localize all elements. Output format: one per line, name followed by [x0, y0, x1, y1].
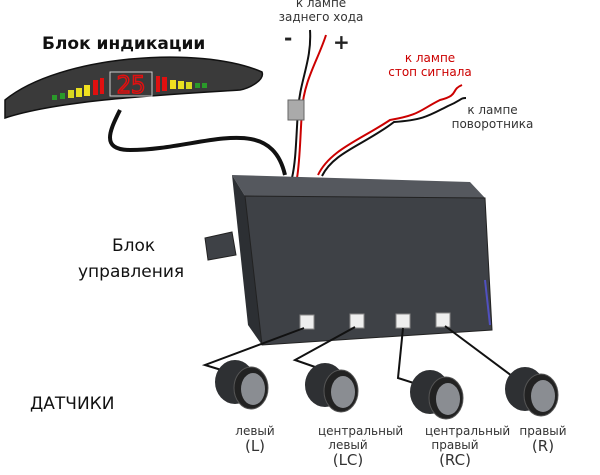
display-unit — [4, 56, 264, 120]
led-bar-left — [52, 78, 104, 100]
brake-lamp-line1: к лампе — [404, 51, 456, 65]
brake-lamp-line2: стоп сигнала — [388, 65, 472, 79]
brake-lamp-label: к лампе стоп сигнала — [380, 51, 480, 79]
sensor-code: (R) — [531, 437, 555, 455]
reverse-lamp-line2: заднего хода — [278, 10, 364, 24]
distance-digits: 25 — [117, 71, 146, 99]
sensor-label-rc: центральный правый (RC) — [405, 424, 511, 469]
control-box-front — [244, 195, 493, 346]
sensors-title: ДАТЧИКИ — [30, 394, 115, 414]
sensor-code: (LC) — [332, 451, 364, 469]
plus-sign: + — [333, 30, 350, 54]
sensor-name: центральный левый — [318, 424, 404, 452]
reverse-lamp-line1: к лампе — [295, 0, 347, 10]
control-box-side — [232, 175, 262, 345]
sensor-name: левый — [235, 424, 275, 438]
digit-frame — [109, 71, 153, 97]
mounting-tab — [204, 231, 237, 261]
turn-lamp-label: к лампе поворотника — [445, 103, 540, 131]
turn-wire — [321, 97, 467, 177]
sensor-0 — [215, 360, 269, 410]
sensor-2 — [410, 370, 464, 420]
sensor-1 — [305, 363, 359, 413]
turn-lamp-line2: поворотника — [451, 117, 534, 131]
sensor-3 — [505, 367, 559, 417]
reverse-lamp-label: к лампе заднего хода — [276, 0, 366, 24]
sensor-name: центральный правый — [425, 424, 511, 452]
control-box-top — [232, 175, 485, 198]
turn-lamp-line1: к лампе — [467, 103, 518, 117]
display-cable — [108, 109, 287, 176]
brake-wire — [317, 84, 463, 176]
display-block-title: Блок индикации — [42, 34, 206, 54]
sensor-code: (RC) — [439, 451, 471, 469]
sensor-ports — [299, 312, 451, 330]
sensor-label-r: правый (R) — [508, 424, 578, 455]
control-block-label-line2: управления — [78, 262, 185, 282]
sensor-label-lc: центральный левый (LC) — [298, 424, 404, 469]
led-bar-right — [156, 76, 207, 92]
sensor-name: правый — [519, 424, 567, 438]
control-block-label-line1: Блок — [112, 236, 156, 256]
sensor-code: (L) — [244, 437, 266, 455]
sensor-label-l: левый (L) — [225, 424, 285, 455]
minus-sign: - — [284, 26, 293, 50]
box-edge-highlight — [484, 279, 491, 326]
wire-connector — [287, 99, 305, 121]
